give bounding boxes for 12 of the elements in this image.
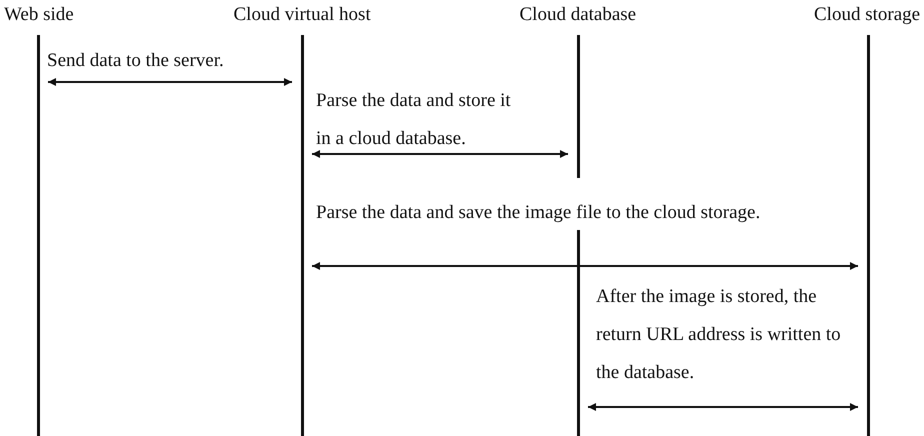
message-arrow — [48, 78, 292, 86]
message-label: Parse the data and save the image file to the cloud storage. — [316, 201, 762, 225]
message-arrow — [588, 403, 858, 411]
message-label: After the image is stored, the return URL address is written to the database. — [596, 285, 842, 385]
participant-label: Cloud virtual host — [234, 4, 371, 26]
message-label: Parse the data and store it in a cloud database. — [316, 89, 512, 151]
participant-label: Cloud database — [520, 4, 636, 26]
message-arrow — [312, 262, 858, 270]
message-label: Send data to the server. — [47, 49, 225, 73]
participant-label: Cloud storage — [814, 4, 920, 26]
message-arrow — [312, 150, 568, 158]
participant-label: Web side — [4, 4, 74, 26]
